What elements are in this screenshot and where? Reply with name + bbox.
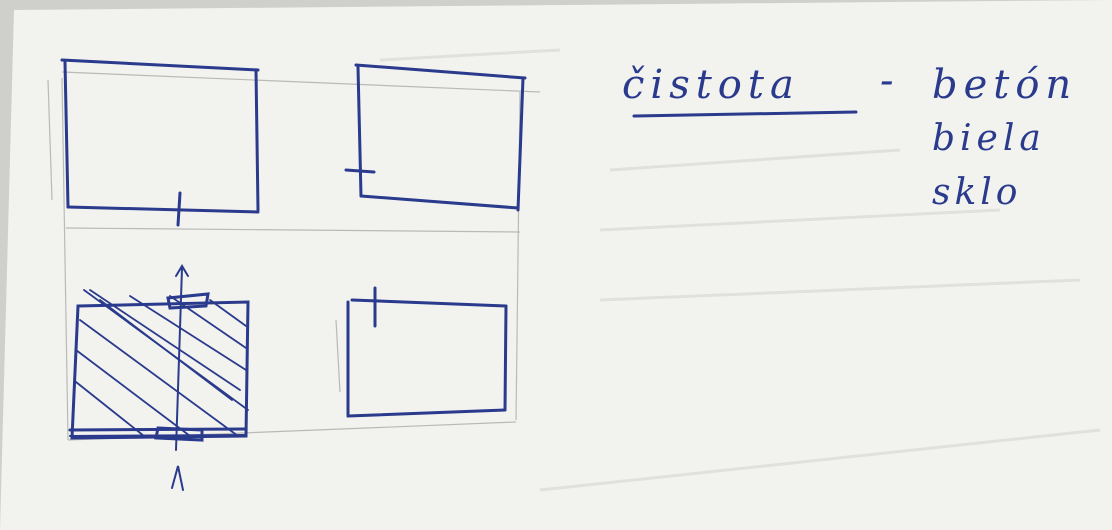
rectangle-bottom-right (346, 286, 508, 418)
rectangle-bottom-left-hatched (68, 264, 250, 491)
rectangle-top-left (60, 58, 260, 227)
material-sklo: sklo (932, 172, 1022, 213)
bleed-through-text (379, 48, 1101, 492)
heading-dash: - (880, 58, 894, 104)
material-beton: betón (932, 62, 1078, 108)
material-biela: biela (932, 118, 1046, 159)
heading-underline (632, 110, 858, 118)
heading-cistota: čistota (622, 62, 800, 108)
rectangle-top-right (344, 63, 527, 212)
